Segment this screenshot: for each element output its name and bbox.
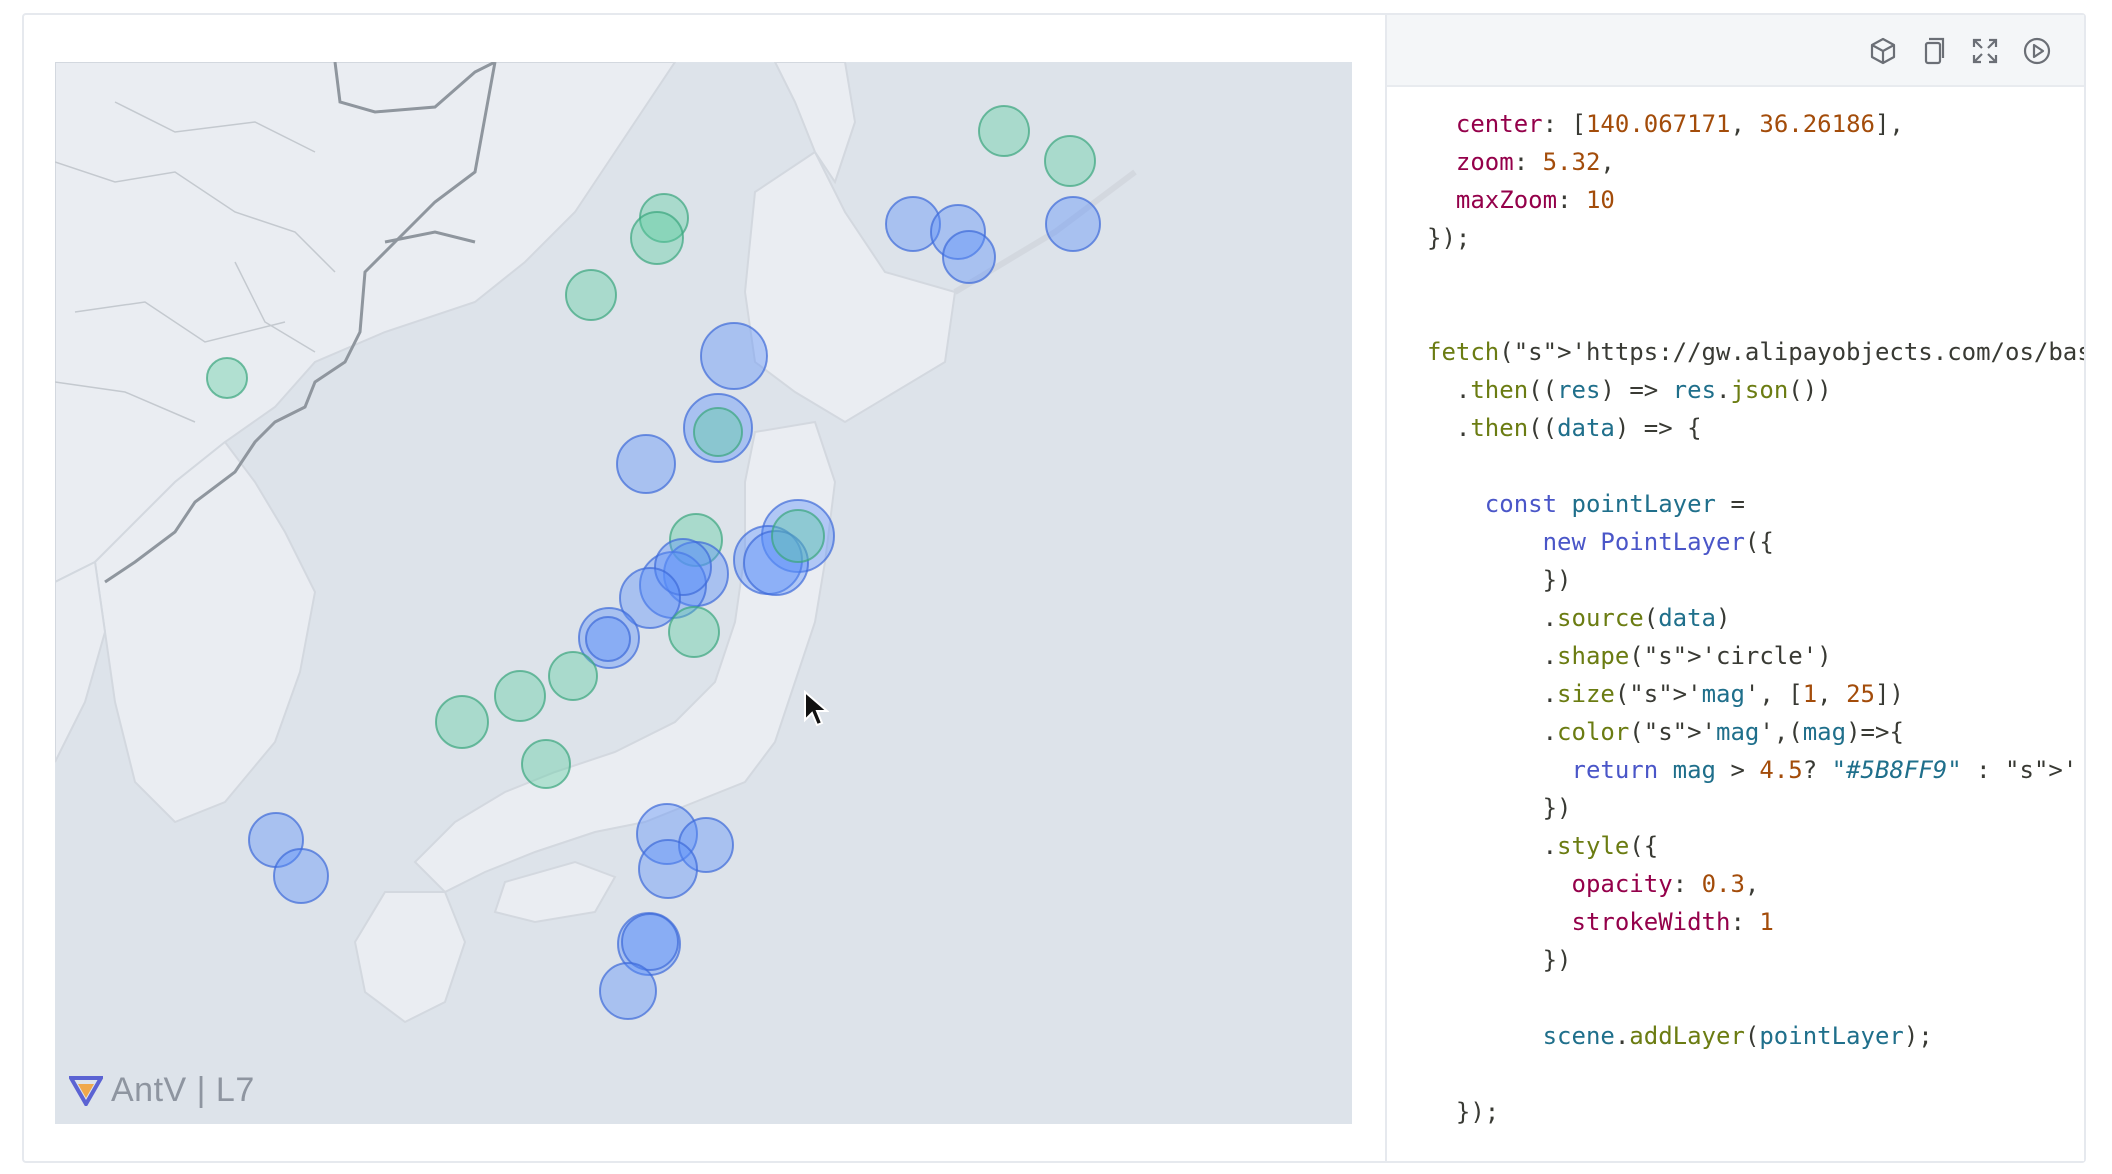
earthquake-point[interactable] [654, 538, 712, 596]
earthquake-point[interactable] [616, 434, 676, 494]
code-line [1427, 1055, 2084, 1093]
earthquake-point[interactable] [585, 616, 631, 662]
codesandbox-icon[interactable] [1865, 33, 1901, 69]
code-line: center: [140.067171, 36.26186], [1455, 110, 1904, 138]
code-line: zoom: 5.32, [1455, 148, 1615, 176]
earthquake-point[interactable] [678, 817, 734, 873]
fullscreen-icon[interactable] [1967, 33, 2003, 69]
earthquake-point[interactable] [621, 913, 679, 971]
earthquake-point[interactable] [942, 230, 996, 284]
korea-landmass [93, 440, 317, 824]
earthquake-point[interactable] [636, 803, 698, 865]
code-line: }); [1427, 1098, 1500, 1126]
code-line: .then((res) => res.json()) [1427, 376, 1832, 404]
country-border [384, 230, 476, 244]
map-svg[interactable] [55, 62, 1352, 1124]
code-line: opacity: 0.3, [1571, 870, 1760, 898]
code-line: }); [1427, 224, 1471, 252]
earthquake-point[interactable] [743, 530, 809, 596]
code-line: new PointLayer({ [1542, 528, 1774, 556]
code-line [1427, 447, 2084, 485]
earthquake-point[interactable] [494, 670, 546, 722]
code-line: fetch("s">'https://gw.alipayobjects.com/… [1427, 338, 2084, 366]
code-line: .then((data) => { [1427, 414, 1702, 442]
earthquake-point[interactable] [435, 695, 489, 749]
copy-icon[interactable] [1915, 33, 1951, 69]
earthquake-point[interactable] [619, 567, 681, 629]
code-line [1427, 979, 2084, 1017]
earthquake-point[interactable] [599, 962, 657, 1020]
code-line: }) [1427, 794, 1572, 822]
code-line: .shape("s">'circle') [1427, 642, 1832, 670]
code-line [1427, 257, 2084, 295]
earthquake-point[interactable] [930, 204, 986, 260]
kyushu-landmass [353, 891, 467, 1024]
code-editor-panel[interactable]: center: [140.067171, 36.26186], zoom: 5.… [1387, 15, 2084, 1161]
logo-text: AntV | L7 [111, 1071, 255, 1109]
antv-logo-icon [69, 1075, 103, 1106]
map-canvas[interactable]: AntV | L7 [55, 62, 1352, 1124]
kuril-islands [953, 169, 1137, 295]
earthquake-point[interactable] [565, 269, 617, 321]
code-line: .source(data) [1427, 604, 1731, 632]
play-icon[interactable] [2019, 33, 2055, 69]
earthquake-point[interactable] [1045, 196, 1101, 252]
earthquake-point[interactable] [700, 322, 768, 390]
earthquake-point[interactable] [668, 606, 720, 658]
code-line: strokeWidth: 1 [1571, 908, 1774, 936]
code-line: scene.addLayer(pointLayer); [1542, 1022, 1933, 1050]
earthquake-point[interactable] [978, 105, 1030, 157]
code-line [1427, 295, 2084, 333]
earthquake-point[interactable] [1044, 135, 1096, 187]
china-coast-landmass [55, 560, 107, 763]
code-content[interactable]: center: [140.067171, 36.26186], zoom: 5.… [1427, 105, 2084, 1131]
code-line: }) [1427, 566, 1572, 594]
earthquake-point[interactable] [693, 407, 743, 457]
earthquake-point[interactable] [638, 839, 698, 899]
code-line: .size("s">'mag', [1, 25]) [1427, 680, 1904, 708]
code-line: .color("s">'mag',(mag)=>{ [1427, 718, 1904, 746]
earthquake-point[interactable] [206, 357, 248, 399]
code-line: .style({ [1427, 832, 1659, 860]
province-line [55, 101, 336, 423]
antv-logo: AntV | L7 [69, 1071, 255, 1110]
point-layer[interactable] [206, 105, 1101, 1020]
honshu-landmass [413, 420, 837, 894]
code-line: maxZoom: 10 [1455, 186, 1615, 214]
country-border [333, 62, 496, 114]
arrow-cursor-icon [803, 689, 830, 733]
earthquake-point[interactable] [771, 509, 825, 563]
sakhalin-landmass [773, 62, 857, 185]
editor-toolbar [1387, 15, 2084, 87]
panel-divider [1385, 13, 1387, 1163]
earthquake-point[interactable] [630, 211, 684, 265]
earthquake-point[interactable] [885, 196, 941, 252]
earthquake-point[interactable] [617, 912, 681, 976]
code-line: return mag > 4.5? "#5B8FF9" : "s">' [1571, 756, 2078, 784]
code-line: const pointLayer = [1484, 490, 1745, 518]
code-line: }) [1427, 946, 1572, 974]
country-border [104, 62, 497, 584]
earthquake-point[interactable] [273, 848, 329, 904]
shikoku-landmass [493, 860, 617, 924]
earthquake-point[interactable] [548, 651, 598, 701]
earthquake-point[interactable] [683, 393, 753, 463]
hokkaido-landmass [743, 150, 957, 424]
earthquake-point[interactable] [521, 739, 571, 789]
